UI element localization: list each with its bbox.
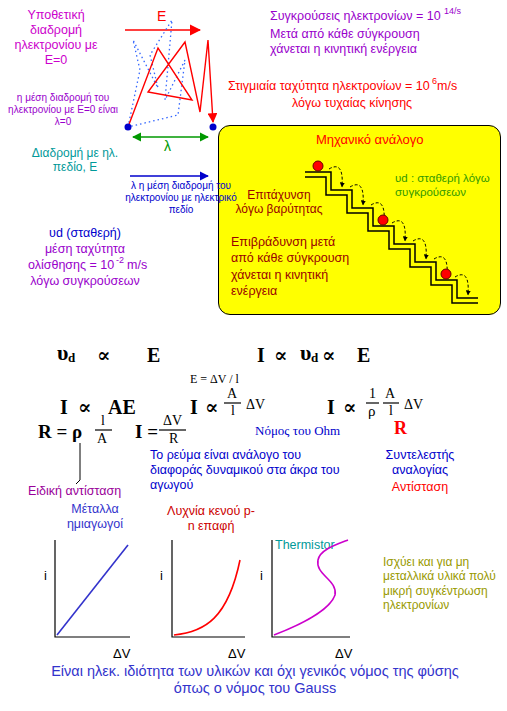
axis-label: i xyxy=(260,568,263,584)
annotation: λόγω συγκρούσεων xyxy=(30,274,140,289)
annotation: ολίσθησης = 10 xyxy=(28,258,114,273)
annotation: Επιβράδυνση μετά από κάθε σύγκρουση χάνε… xyxy=(231,234,359,299)
annotation: υd : σταθερή λόγω συγκρούσεων xyxy=(395,172,499,200)
annotation: λ η μέση διαδρομή του ηλεκτρονίου με ηλε… xyxy=(122,180,240,216)
formula-symbol: υ xyxy=(57,340,68,366)
fraction-term: A xyxy=(97,431,107,448)
annotation: μέση ταχύτητα xyxy=(30,242,140,257)
annotation: Διαδρομή με ηλ. πεδίο, E xyxy=(25,146,125,175)
formula-symbol: ∝ xyxy=(322,343,335,367)
annotation: η μέση διαδρομή του ηλεκτρονίου με E=0 ε… xyxy=(2,92,124,128)
annotation: Συντελεστής αναλογίας xyxy=(365,448,475,478)
unit: /s xyxy=(454,6,461,17)
axis-label: i xyxy=(160,568,163,584)
annotation: Αντίσταση xyxy=(365,480,475,495)
exponent: 6 xyxy=(432,76,437,87)
graph-axes xyxy=(172,540,245,637)
annotation: Μετά από κάθε σύγκρουση χάνεται η κινητι… xyxy=(270,27,460,57)
unit: m/s xyxy=(437,79,457,94)
fraction-term: l xyxy=(101,413,105,430)
analogy-box: Μηχανικό ανάλογο υd : σταθερή λόγω συγκρο… xyxy=(218,125,501,315)
annotation: Συγκρούσεις ηλεκτρονίων = 10 xyxy=(270,9,441,24)
formula-symbol: d xyxy=(68,350,75,366)
axis-label: ΔV xyxy=(113,646,130,662)
field-arrow xyxy=(125,29,200,31)
annotation: Το ρεύμα είναι ανάλογο του διαφοράς δυνα… xyxy=(150,448,345,493)
axis-label: i xyxy=(44,568,47,584)
electron-end xyxy=(210,124,217,131)
formula-symbol: ∝ xyxy=(78,395,91,419)
formula-symbol: E xyxy=(147,343,160,367)
graph-axes xyxy=(272,540,350,637)
law-name: Νόμος του Ohm xyxy=(255,423,340,439)
formula-symbol: ∝ xyxy=(97,343,110,367)
formula-symbol: E xyxy=(357,343,370,367)
annotation: λόγω τυχαίας κίνησης xyxy=(292,96,412,111)
path-symbol: λ xyxy=(164,138,171,155)
axis-label: ΔV xyxy=(335,646,352,662)
fraction-bar xyxy=(159,429,186,430)
axis-label: ΔV xyxy=(228,646,245,662)
annotation: Ισχύει και για μη μεταλλικά υλικά πολύ μ… xyxy=(383,555,503,613)
mean-path-arrow xyxy=(130,175,208,176)
formula-symbol: I xyxy=(60,395,68,419)
formula-symbol: d xyxy=(311,350,318,366)
fraction-term: ρ xyxy=(368,402,376,420)
formula-symbol: I xyxy=(257,343,265,367)
formula: E = ΔV / l xyxy=(190,372,239,386)
fraction-term: l xyxy=(389,403,393,420)
unit: m/s xyxy=(127,258,147,273)
formula-symbol: I xyxy=(327,395,335,419)
formula-symbol: I xyxy=(190,395,198,419)
formula-symbol: υ xyxy=(300,340,311,366)
graph-axes xyxy=(55,540,130,637)
displacement-arrow xyxy=(133,136,208,137)
formula-symbol: ∝ xyxy=(343,395,356,419)
drift-velocity: υd (σταθερή) xyxy=(30,226,140,241)
fraction-term: ΔV xyxy=(163,413,182,430)
graph-title: Μέταλλα ημιαγωγοί xyxy=(50,502,140,532)
annotation: Στιγμιαία ταχύτητα ηλεκτρονίων = 10 xyxy=(228,79,430,94)
box-heading: Μηχανικό ανάλογο xyxy=(316,132,423,148)
exponent: 14 xyxy=(444,6,454,17)
formula-symbol: ∝ xyxy=(274,343,287,367)
leader-line xyxy=(76,443,80,484)
annotation: Υποθετική διαδρομή ηλεκτρονίου με E=0 xyxy=(10,8,102,68)
annotation: Ειδική αντίσταση xyxy=(28,484,121,499)
fraction-term: A xyxy=(385,386,395,403)
graph-title: Λυχνία κενού p-n επαφή xyxy=(165,504,257,534)
exponent: -2 xyxy=(116,255,124,266)
graph-title: Thermistor xyxy=(275,538,335,553)
electron-start xyxy=(125,124,132,131)
random-path xyxy=(128,20,185,127)
fraction-bar xyxy=(95,429,112,430)
footnote: Είναι ηλεκ. ιδιότητα των υλικών και όχι … xyxy=(40,663,470,698)
fraction-term: l xyxy=(231,403,235,420)
drift-path xyxy=(128,40,213,127)
thermistor-curve xyxy=(274,540,348,635)
diode-curve xyxy=(174,560,240,635)
formula-symbol: I = xyxy=(135,421,158,444)
ohmic-curve xyxy=(57,545,128,635)
resistance-symbol: R xyxy=(394,418,407,440)
formula-symbol: AE xyxy=(108,395,136,419)
field-symbol: E xyxy=(157,8,166,25)
fraction-term: A xyxy=(227,386,237,403)
annotation: Επιτάχυνση λόγω βαρύτητας xyxy=(233,188,325,217)
formula-symbol: ∝ xyxy=(205,395,218,419)
fraction-term: ΔV xyxy=(404,397,423,414)
fraction-term: 1 xyxy=(369,386,376,403)
fraction-term: ΔV xyxy=(246,397,265,414)
formula-symbol: R = ρ xyxy=(38,421,82,444)
fraction-term: R xyxy=(169,431,178,448)
